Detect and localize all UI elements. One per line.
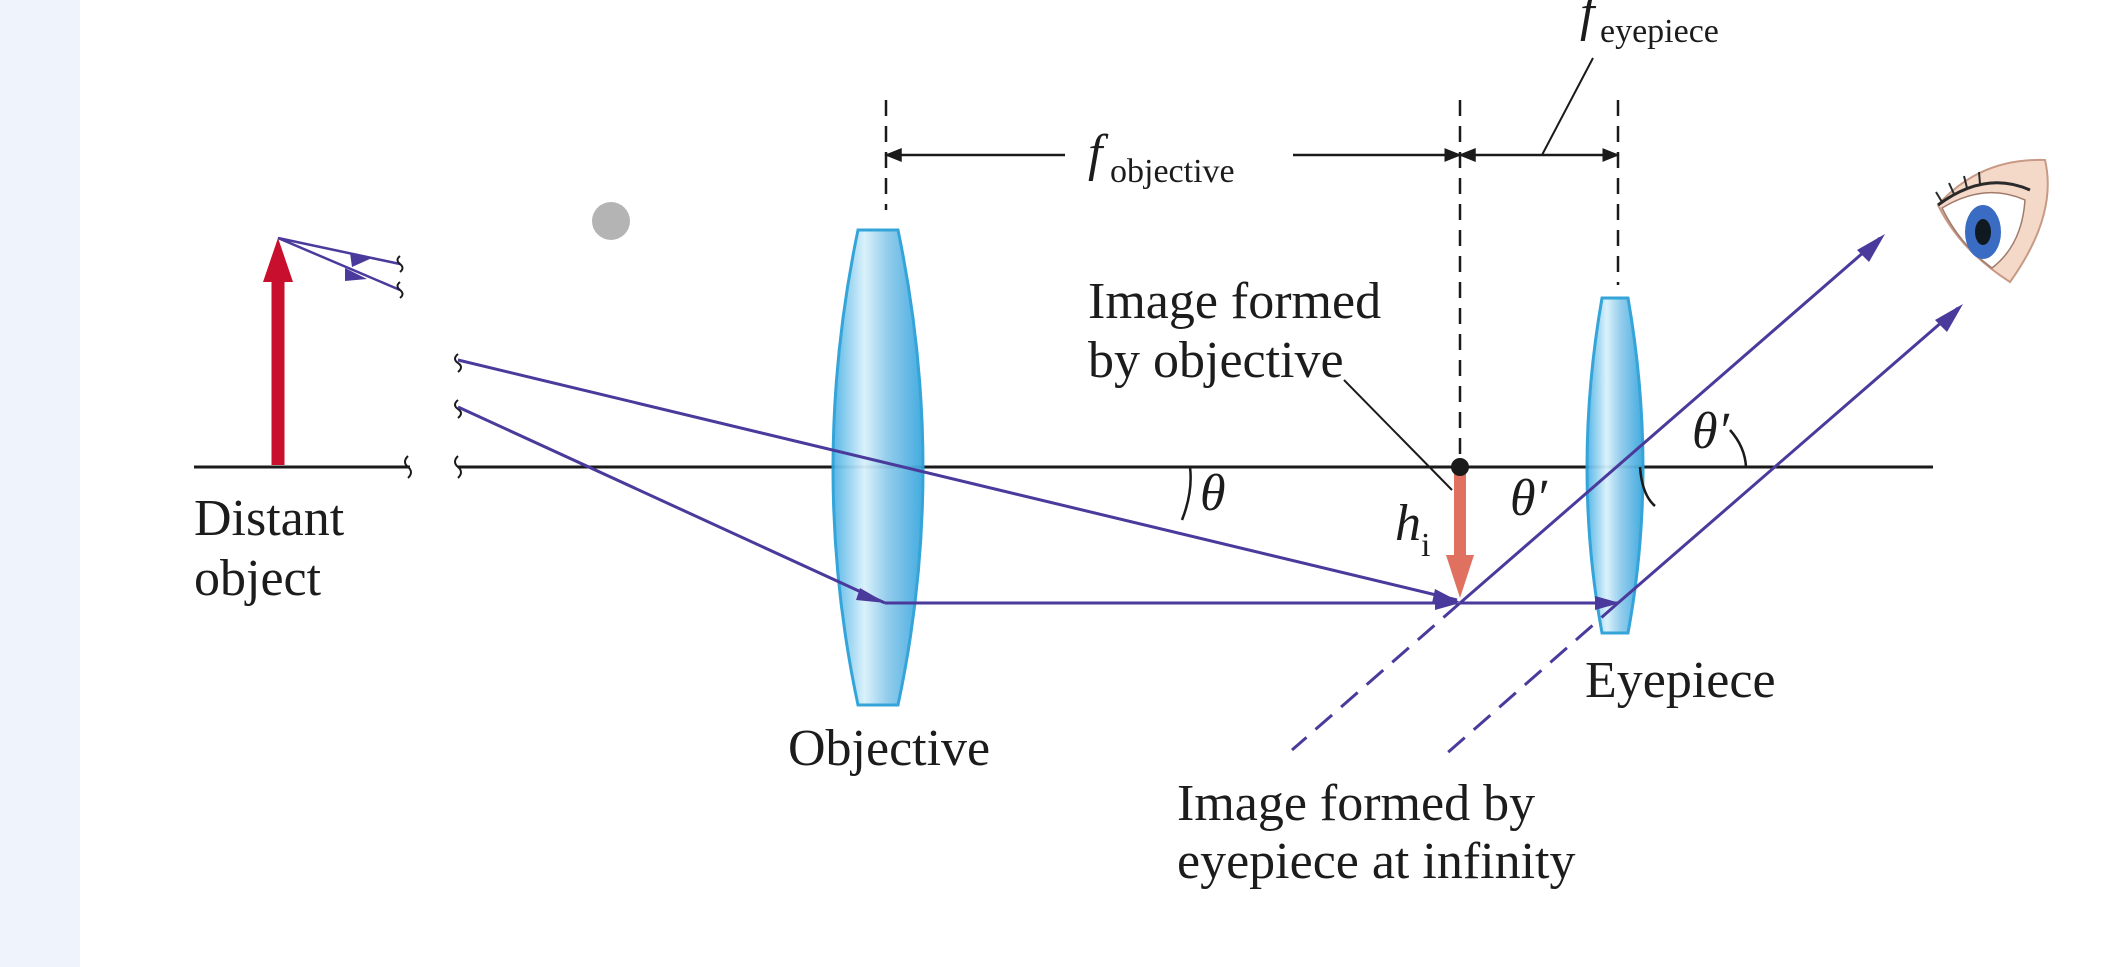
cursor-marker xyxy=(592,202,630,240)
object-ray-2 xyxy=(277,236,401,292)
emerging-ray-1 xyxy=(1459,236,1881,605)
distant-object-label-1: Distant xyxy=(194,490,345,547)
object-ray-1 xyxy=(277,236,401,266)
eyepiece-lens xyxy=(1585,296,1645,635)
eyepiece-label: Eyepiece xyxy=(1585,652,1776,709)
theta-label: θ xyxy=(1200,465,1226,522)
ray-break-2 xyxy=(396,281,404,299)
telescope-diagram: f objective f eyepiece Distant object Ob… xyxy=(194,0,2049,890)
image-by-objective-label-1: Image formed xyxy=(1088,273,1381,330)
lower-ray-incoming xyxy=(457,405,886,605)
virtual-extension-2 xyxy=(1444,601,1619,757)
theta-prime-label-left: θ′ xyxy=(1510,470,1549,527)
image-arrow xyxy=(1446,470,1474,598)
theta-prime-arc-right xyxy=(1729,429,1748,468)
image-by-objective-label-2: by objective xyxy=(1088,332,1344,389)
eye-icon xyxy=(1935,158,2049,284)
distant-object-arrow xyxy=(263,238,293,465)
ray-break-1 xyxy=(396,255,404,273)
image-by-eyepiece-label-2: eyepiece at infinity xyxy=(1177,833,1575,890)
ray-break-4 xyxy=(454,399,462,419)
f-objective-subscript: objective xyxy=(1110,153,1235,190)
hi-symbol: h xyxy=(1395,495,1421,552)
image-objective-leader xyxy=(1343,379,1453,491)
central-ray xyxy=(457,358,1458,602)
virtual-extension-1 xyxy=(1291,601,1461,752)
f-objective-symbol: f xyxy=(1088,125,1109,182)
theta-prime-label-right: θ′ xyxy=(1692,403,1731,460)
axis-break-left xyxy=(404,455,412,479)
theta-prime-arc-left xyxy=(1638,466,1656,507)
theta-arc xyxy=(1180,466,1192,521)
objective-label: Objective xyxy=(788,720,990,777)
f-eyepiece-subscript: eyepiece xyxy=(1600,13,1719,50)
emerging-ray-2 xyxy=(1617,306,1959,605)
f-eyepiece-leader xyxy=(1541,57,1594,156)
ray-break-3 xyxy=(454,353,462,373)
focal-point xyxy=(1451,458,1469,476)
f-eyepiece-symbol: f xyxy=(1580,0,1601,42)
hi-subscript: i xyxy=(1421,527,1430,564)
image-by-eyepiece-label-1: Image formed by xyxy=(1177,775,1535,832)
distant-object-label-2: object xyxy=(194,550,322,607)
objective-lens xyxy=(831,228,925,707)
diagram-canvas: f objective f eyepiece Distant object Ob… xyxy=(80,0,2103,967)
